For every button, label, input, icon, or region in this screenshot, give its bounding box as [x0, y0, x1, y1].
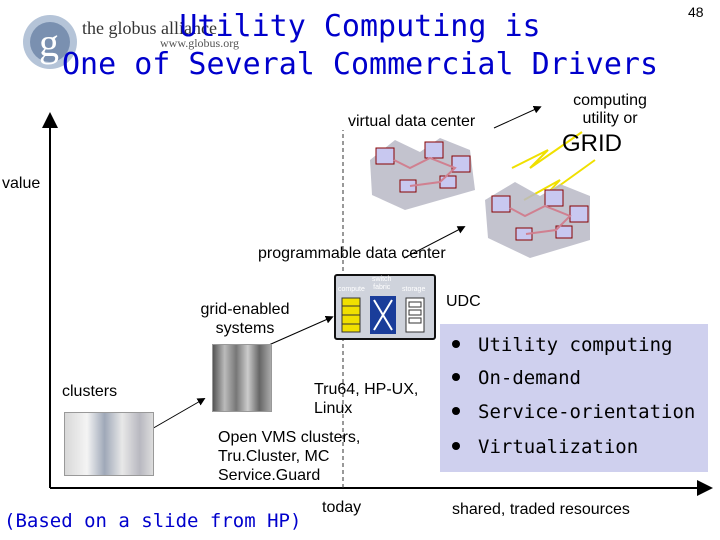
server-rack-image [212, 344, 272, 412]
programmable-data-center-label: programmable data center [258, 245, 446, 262]
arrow-grid-to-udc [261, 315, 334, 349]
page-number: 48 [688, 4, 704, 20]
udc-caption-switch: switch fabric [372, 276, 392, 291]
bullet-item: On-demand [452, 367, 581, 389]
lightning-1 [511, 131, 583, 169]
openvms-label: Open VMS clusters, Tru.Cluster, MC Servi… [218, 429, 361, 484]
grid-cloud [485, 182, 590, 258]
grid-label-big: GRID [562, 130, 622, 157]
bullet-item: Service-orientation [452, 401, 695, 423]
lightning-2 [523, 159, 596, 201]
udc-label: UDC [446, 293, 481, 310]
tru64-label: Tru64, HP-UX, Linux [314, 381, 419, 417]
udc-caption-storage: storage [402, 286, 426, 293]
cluster-image [64, 412, 154, 476]
clusters-label: clusters [62, 383, 118, 400]
logo-mark: g [39, 20, 59, 65]
udc-box: compute switch fabric storage [334, 274, 436, 340]
grid-label-top: computing utility or [573, 92, 647, 127]
bullet-dot-icon [452, 372, 460, 381]
arrow-clusters-to-grid [149, 398, 206, 431]
bullet-dot-icon [452, 406, 460, 415]
udc-graphic-icon [341, 296, 425, 334]
bullet-item: Virtualization [452, 436, 638, 458]
logo-url: www.globus.org [160, 36, 240, 50]
x-axis-label: shared, traded resources [452, 501, 630, 518]
y-axis-label: value [2, 175, 41, 192]
bullet-box: Utility computing On-demand Service-orie… [440, 324, 708, 472]
arrow-pdc-to-vdc [403, 226, 466, 259]
logo-name: the globus alliance [82, 18, 217, 38]
virtual-data-center-label: virtual data center [348, 113, 476, 130]
title-line-1: Utility Computing is [179, 9, 541, 44]
footer-citation: (Based on a slide from HP) [4, 510, 302, 532]
bullet-dot-icon [452, 441, 460, 450]
grid-enabled-systems-label: grid-enabled systems [200, 301, 290, 337]
bullet-dot-icon [452, 339, 460, 348]
today-label: today [322, 499, 362, 516]
globus-logo-icon: g [23, 15, 77, 69]
virtual-data-center-cloud [370, 138, 475, 210]
arrow-vdc-to-grid [493, 106, 542, 129]
bullet-item: Utility computing [452, 334, 672, 356]
udc-caption-compute: compute [338, 286, 365, 293]
title-line-2: One of Several Commercial Drivers [61, 47, 659, 82]
